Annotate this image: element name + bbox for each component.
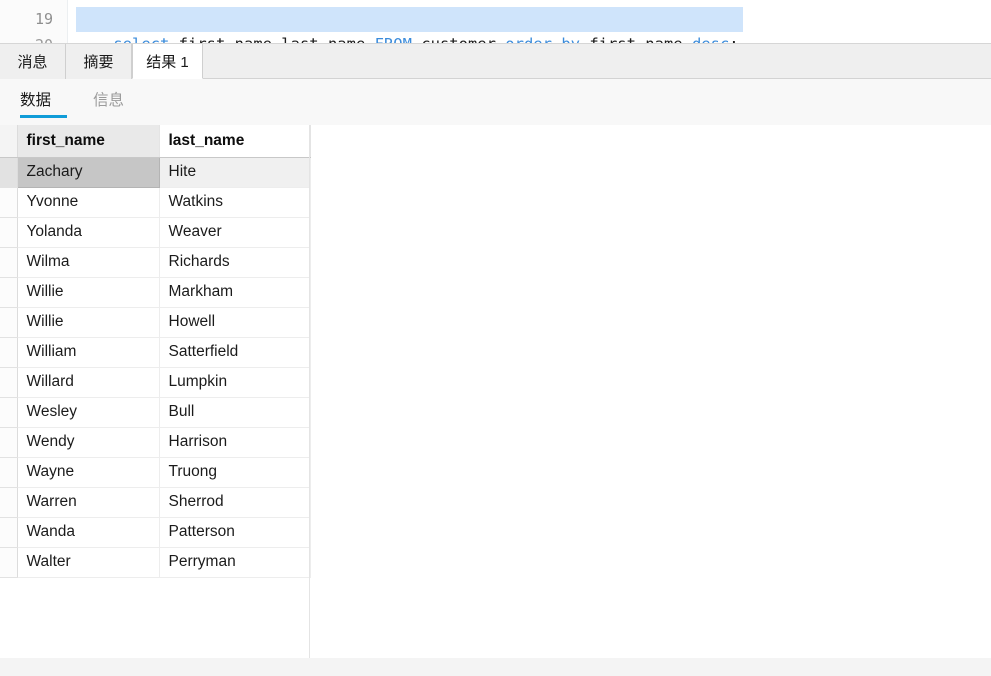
sql-editor[interactable]: 18 19 20 select first_name,last_name FRO… [0, 0, 991, 44]
cell-last-name[interactable]: Bull [159, 397, 311, 428]
cell-last-name[interactable]: Hite [159, 157, 311, 188]
row-selector[interactable] [0, 187, 18, 218]
sql-token-semicolon: ; [729, 35, 739, 44]
cell-last-name[interactable]: Truong [159, 457, 311, 488]
row-selector[interactable] [0, 157, 18, 188]
sql-token-order: order [505, 35, 552, 44]
tab-messages[interactable]: 消息 [0, 44, 66, 79]
result-grid[interactable]: first_name last_name Zachary Hite Yvonne… [0, 125, 311, 578]
cell-first-name[interactable]: Wilma [17, 247, 160, 278]
subtab-info[interactable]: 信息 [93, 92, 125, 109]
grid-body: Zachary Hite Yvonne Watkins Yolanda Weav… [0, 157, 311, 578]
subtab-data[interactable]: 数据 [20, 92, 52, 109]
table-row[interactable]: Yvonne Watkins [0, 187, 311, 218]
grid-corner-header[interactable] [0, 125, 18, 158]
cell-last-name[interactable]: Harrison [159, 427, 311, 458]
tab-result-1[interactable]: 结果 1 [132, 44, 203, 79]
cell-first-name[interactable]: Willard [17, 367, 160, 398]
cell-first-name[interactable]: Warren [17, 487, 160, 518]
table-row[interactable]: Wendy Harrison [0, 427, 311, 458]
row-selector[interactable] [0, 427, 18, 458]
table-row[interactable]: Willard Lumpkin [0, 367, 311, 398]
cell-first-name[interactable]: Wendy [17, 427, 160, 458]
grid-header-row: first_name last_name [0, 125, 311, 158]
grid-bottom-area [0, 658, 991, 676]
cell-first-name[interactable]: Yvonne [17, 187, 160, 218]
sql-token-desc: desc [691, 35, 730, 44]
row-selector[interactable] [0, 457, 18, 488]
row-selector[interactable] [0, 337, 18, 368]
column-header-last-name[interactable]: last_name [159, 125, 311, 158]
table-row[interactable]: Wayne Truong [0, 457, 311, 488]
cell-last-name[interactable]: Markham [159, 277, 311, 308]
cell-last-name[interactable]: Sherrod [159, 487, 311, 518]
row-selector[interactable] [0, 217, 18, 248]
sql-statement-line[interactable]: select first_name,last_name FROM custome… [76, 7, 743, 43]
tab-summary[interactable]: 摘要 [66, 44, 132, 79]
table-row[interactable]: William Satterfield [0, 337, 311, 368]
cell-last-name[interactable]: Howell [159, 307, 311, 338]
table-row[interactable]: Walter Perryman [0, 547, 311, 578]
sql-token-table: customer [411, 35, 506, 44]
sql-token-columns: first_name,last_name [169, 35, 375, 44]
table-row[interactable]: Yolanda Weaver [0, 217, 311, 248]
cell-first-name[interactable]: Walter [17, 547, 160, 578]
row-selector[interactable] [0, 547, 18, 578]
cell-last-name[interactable]: Lumpkin [159, 367, 311, 398]
cell-last-name[interactable]: Weaver [159, 217, 311, 248]
line-number-19: 19 [34, 10, 53, 28]
row-selector[interactable] [0, 307, 18, 338]
sql-token-by: by [561, 35, 580, 44]
cell-first-name[interactable]: William [17, 337, 160, 368]
sql-token-from: FROM [374, 35, 412, 44]
cell-first-name[interactable]: Yolanda [17, 217, 160, 248]
row-selector[interactable] [0, 517, 18, 548]
cell-first-name[interactable]: Wanda [17, 517, 160, 548]
table-row[interactable]: Wilma Richards [0, 247, 311, 278]
cell-last-name[interactable]: Satterfield [159, 337, 311, 368]
grid-right-border [309, 125, 310, 658]
row-selector[interactable] [0, 397, 18, 428]
row-selector[interactable] [0, 247, 18, 278]
editor-line-number-gutter: 18 19 20 [0, 0, 68, 43]
result-grid-container[interactable]: first_name last_name Zachary Hite Yvonne… [0, 125, 991, 676]
table-row[interactable]: Wesley Bull [0, 397, 311, 428]
cell-last-name[interactable]: Patterson [159, 517, 311, 548]
cell-first-name[interactable]: Zachary [17, 157, 160, 188]
line-number-18: 18 [3, 0, 53, 7]
subtab-active-underline [20, 115, 67, 118]
result-sub-tab-strip: 数据 信息 [0, 79, 991, 125]
sql-token-space [552, 35, 561, 43]
cell-first-name[interactable]: Willie [17, 307, 160, 338]
column-header-first-name[interactable]: first_name [17, 125, 160, 158]
sql-token-select: select [113, 35, 170, 44]
table-row[interactable]: Willie Howell [0, 307, 311, 338]
cell-first-name[interactable]: Wayne [17, 457, 160, 488]
cell-last-name[interactable]: Watkins [159, 187, 311, 218]
line-number-20: 20 [3, 32, 53, 43]
cell-last-name[interactable]: Richards [159, 247, 311, 278]
cell-first-name[interactable]: Wesley [17, 397, 160, 428]
table-row[interactable]: Warren Sherrod [0, 487, 311, 518]
cell-last-name[interactable]: Perryman [159, 547, 311, 578]
table-row[interactable]: Zachary Hite [0, 157, 311, 188]
table-row[interactable]: Willie Markham [0, 277, 311, 308]
cell-first-name[interactable]: Willie [17, 277, 160, 308]
row-selector[interactable] [0, 367, 18, 398]
row-selector[interactable] [0, 277, 18, 308]
row-selector[interactable] [0, 487, 18, 518]
table-row[interactable]: Wanda Patterson [0, 517, 311, 548]
result-tab-strip: 消息 摘要 结果 1 [0, 44, 991, 79]
sql-token-orderfield: first_name [579, 35, 692, 44]
